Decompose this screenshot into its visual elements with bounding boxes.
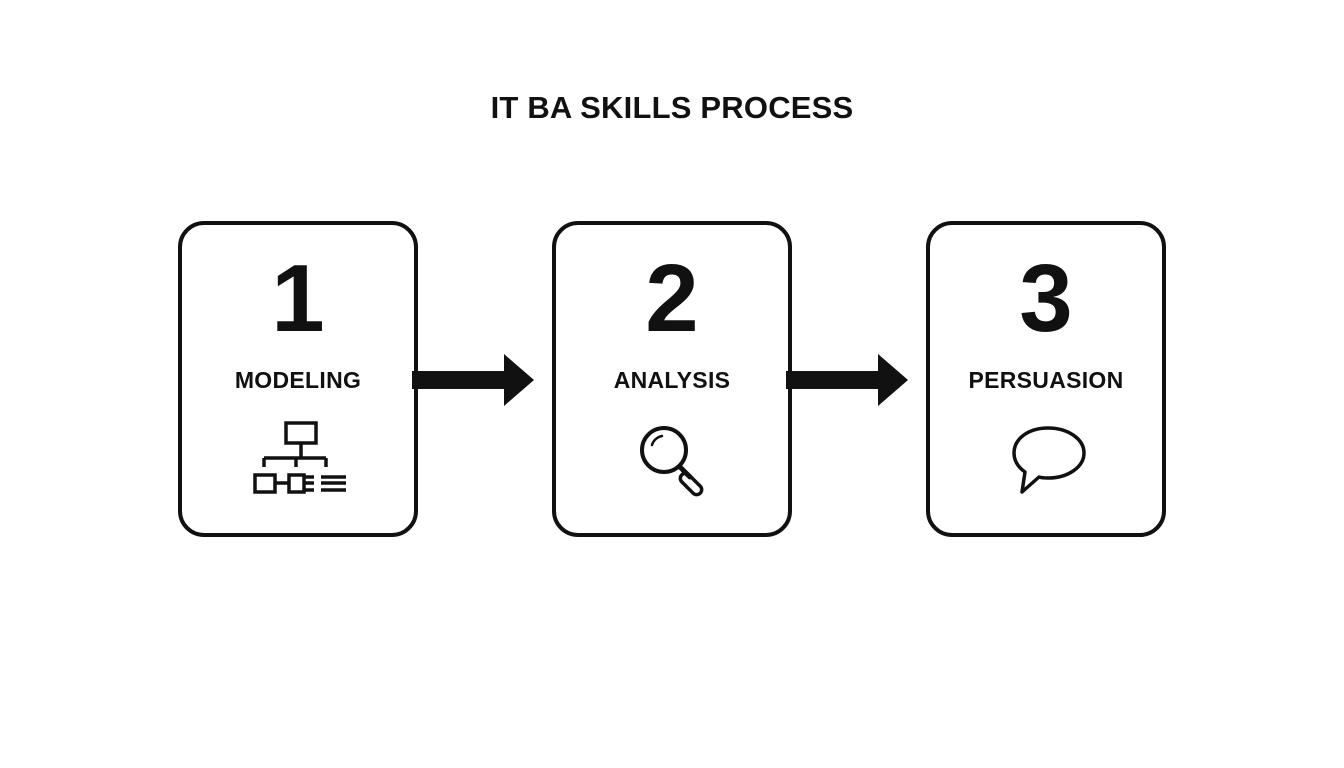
speech-bubble-icon	[986, 415, 1106, 505]
step-label: PERSUASION	[968, 367, 1124, 393]
org-chart-icon	[238, 415, 358, 505]
flow-arrow-2	[786, 352, 910, 408]
step-number: 1	[271, 245, 325, 352]
step-label: ANALYSIS	[613, 367, 731, 393]
flow-arrow-1	[412, 352, 536, 408]
step-card-modeling: 1 MODELING	[178, 221, 418, 537]
step-number: 3	[1019, 245, 1073, 352]
step-label: MODELING	[234, 367, 362, 393]
step-card-analysis: 2 ANALYSIS	[552, 221, 792, 537]
magnifier-icon	[612, 415, 732, 505]
step-card-persuasion: 3 PERSUASION	[926, 221, 1166, 537]
diagram-title: IT BA SKILLS PROCESS	[490, 90, 854, 125]
step-number: 2	[645, 245, 699, 352]
